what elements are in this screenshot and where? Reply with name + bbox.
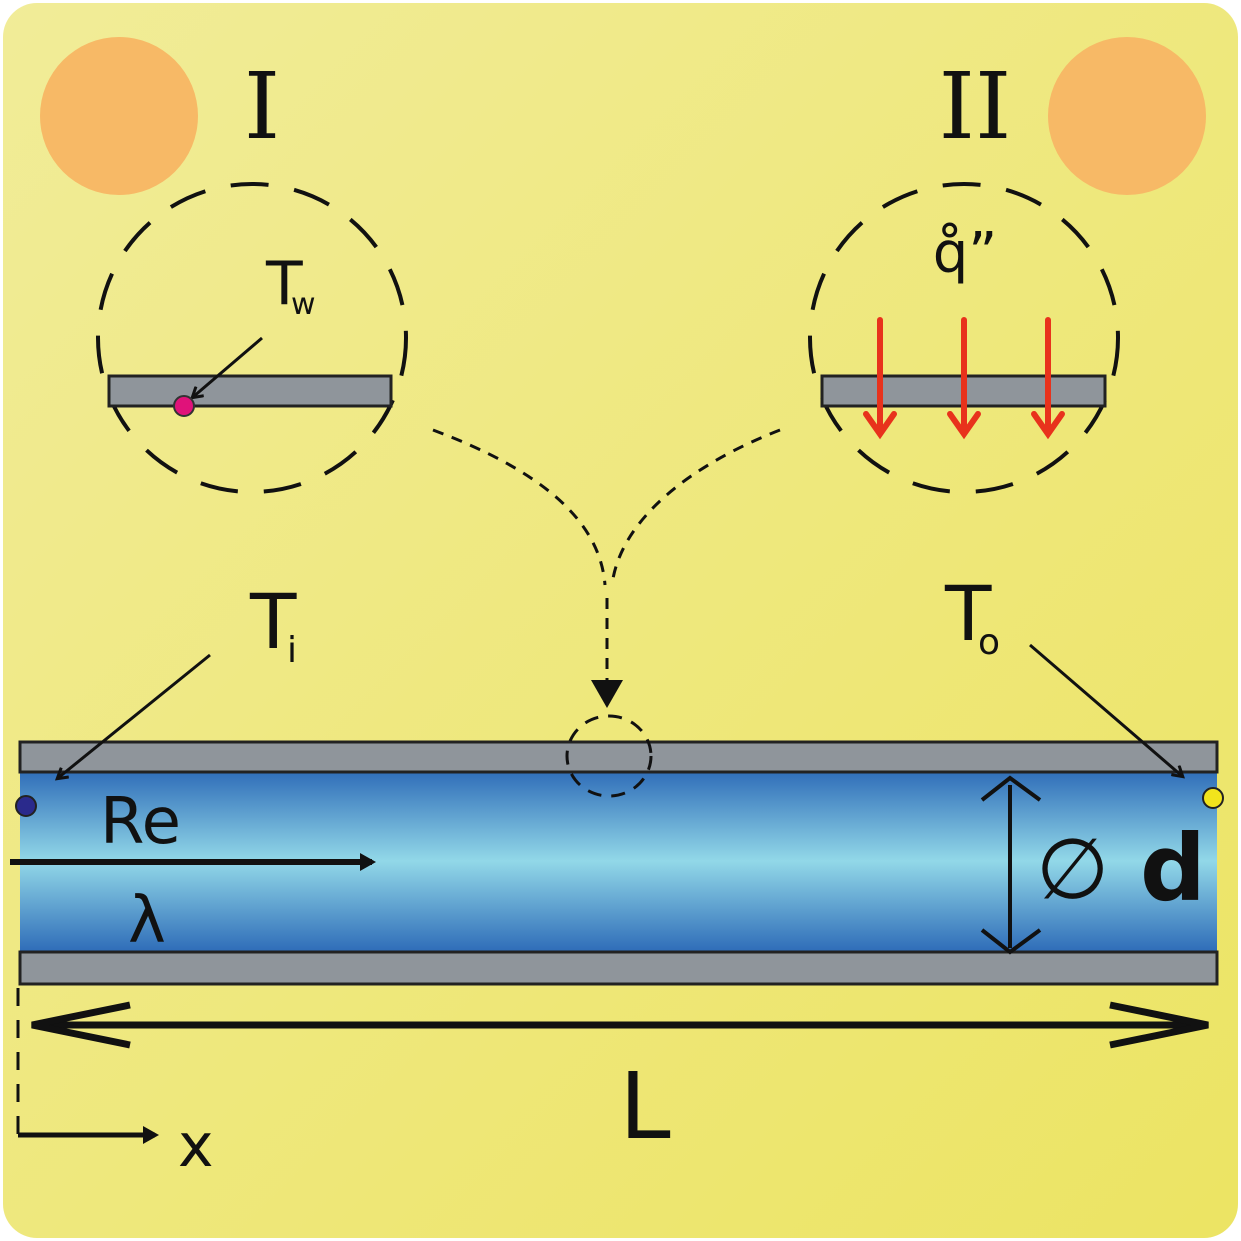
wall-temperature-arrow — [193, 336, 263, 397]
wall-temperature-subscript: w — [291, 287, 316, 322]
diameter-arrowhead-bottom — [980, 928, 1042, 955]
inlet-temperature-subscript: i — [287, 630, 297, 671]
case-two-label: II — [939, 53, 1012, 160]
heat-flux-arrows — [863, 317, 1065, 440]
inlet-temperature-label: T — [249, 577, 297, 666]
heat-flux-label: q̊” — [933, 221, 998, 286]
detail-one-dashed-circle — [96, 182, 408, 494]
axis-label: x — [178, 1111, 214, 1181]
detail-two-dashed-circle — [808, 182, 1120, 494]
connector-from-case-one — [432, 428, 607, 586]
length-arrowhead-left — [31, 1001, 131, 1049]
connector-arrowhead — [591, 680, 623, 708]
outlet-temperature-arrow — [1029, 643, 1182, 776]
diameter-symbol: ∅ — [1036, 820, 1109, 918]
pipe-detail-spot — [565, 714, 653, 798]
case-two-marker — [1048, 37, 1206, 195]
wall-temperature-label: T — [265, 249, 303, 319]
inlet-point — [15, 795, 37, 817]
pipe — [18, 714, 1219, 986]
heat-flux-arrowhead-2 — [947, 411, 981, 440]
detail-one-wall — [107, 374, 393, 408]
outlet-point — [1202, 787, 1224, 809]
detail-heat-flux: q̊” — [808, 182, 1120, 494]
diameter-label: d — [1140, 815, 1206, 922]
reynolds-label: Re — [100, 785, 181, 859]
wall-temperature-point — [173, 395, 195, 417]
length-label: L — [619, 1053, 670, 1160]
heat-flux-arrowhead-3 — [1031, 411, 1065, 440]
heat-flux-arrowhead-1 — [863, 411, 897, 440]
pipe-top-wall — [18, 740, 1219, 774]
diameter-arrowhead-top — [980, 775, 1042, 802]
inlet-temperature-arrow — [58, 653, 211, 778]
case-one-marker — [40, 37, 198, 195]
length-arrowhead-right — [1109, 1001, 1209, 1049]
pipe-bottom-wall — [18, 950, 1219, 986]
detail-wall-temperature: T w — [96, 182, 408, 494]
friction-label: λ — [128, 884, 166, 958]
case-one-label: I — [244, 53, 280, 160]
outlet-temperature-label: T — [944, 569, 992, 658]
outlet-temperature-subscript: o — [978, 622, 1000, 663]
